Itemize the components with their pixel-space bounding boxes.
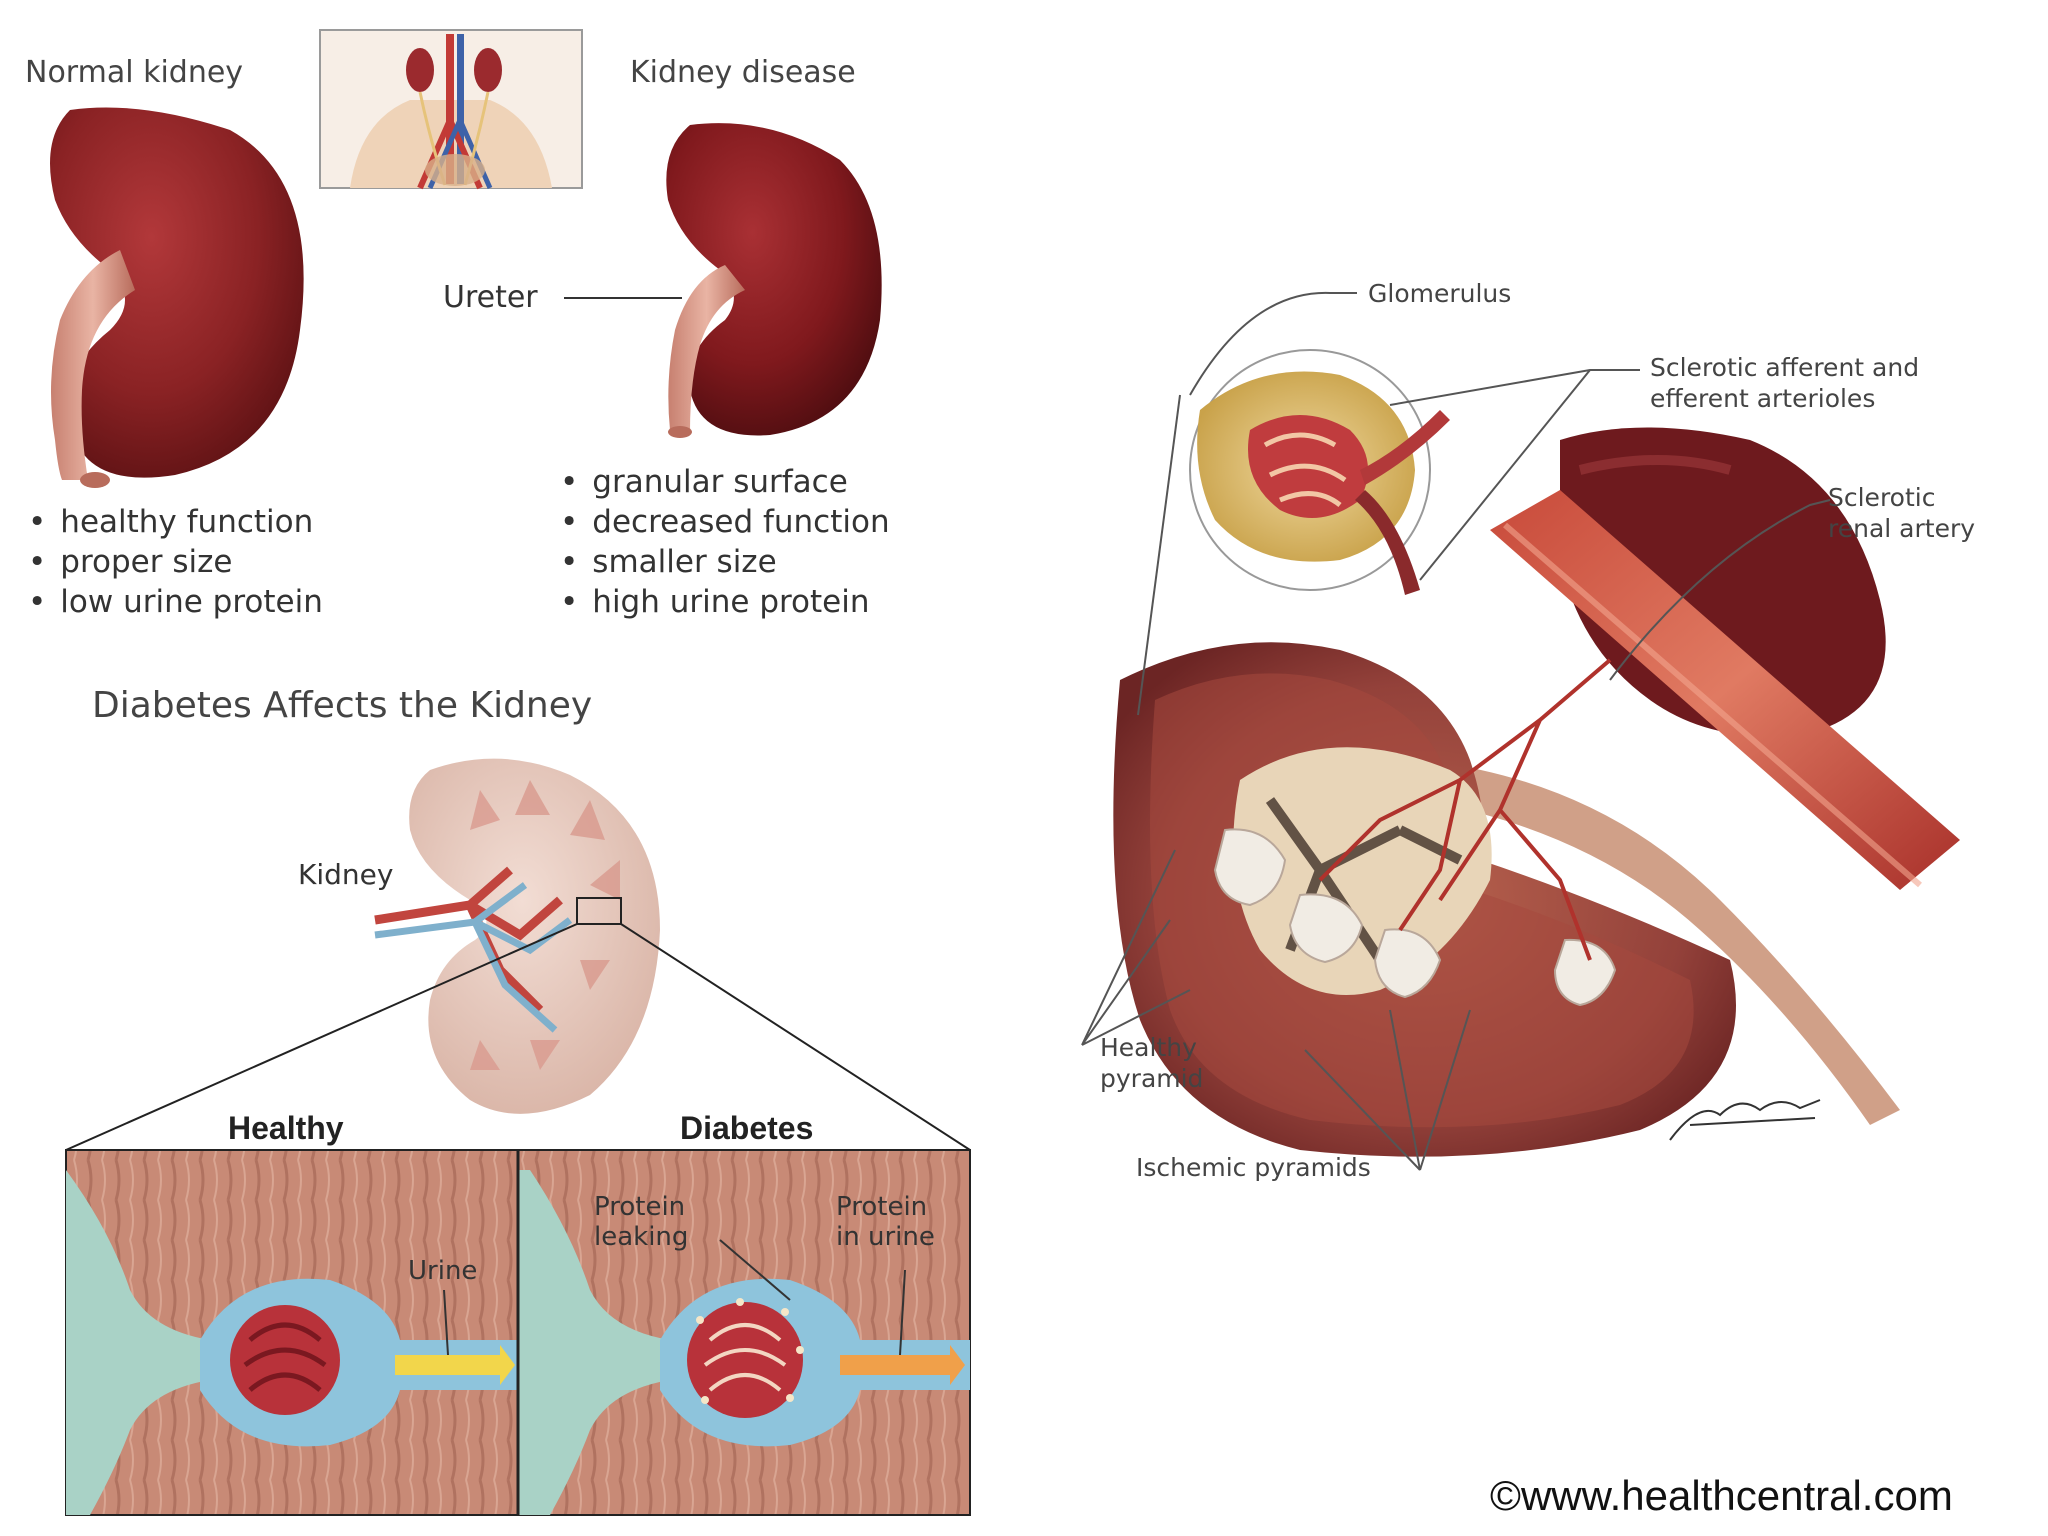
normal-kidney-illustration [50, 107, 304, 488]
protein-leaking-label: Protein leaking [594, 1192, 689, 1252]
normal-bullet-item: proper size [28, 542, 323, 582]
urine-label: Urine [408, 1256, 478, 1286]
kidney-label: Kidney [298, 858, 394, 891]
diabetes-kidney-illustration [374, 758, 660, 1114]
sclerotic-arterioles-label: Sclerotic afferent and efferent arteriol… [1650, 353, 1920, 413]
torso-thumbnail [319, 29, 583, 190]
disease-bullet-item: decreased function [560, 502, 889, 542]
healthy-panel-illustration [65, 1149, 519, 1516]
ureter-label: Ureter [443, 280, 538, 315]
artist-signature [1669, 1099, 1821, 1141]
kidney-disease-bullets: granular surface decreased function smal… [560, 462, 890, 622]
kidney-disease-label: Kidney disease [630, 55, 856, 90]
ischemic-pyramids-label: Ischemic pyramids [1136, 1153, 1371, 1182]
diabetes-panel-illustration [517, 1149, 971, 1516]
sclerotic-renal-artery-label: Sclerotic renal artery [1828, 483, 1976, 543]
anatomy-illustration [1081, 291, 1960, 1171]
protein-in-urine-label: Protein in urine [836, 1192, 935, 1252]
disease-bullet-item: granular surface [560, 462, 890, 502]
copyright-text: ©www.healthcentral.com [1490, 1472, 1953, 1519]
normal-bullet-item: low urine protein [28, 582, 323, 622]
disease-kidney-illustration [666, 123, 882, 438]
disease-bullet-item: high urine protein [560, 582, 890, 622]
diabetes-header: Diabetes [680, 1110, 814, 1146]
normal-kidney-label: Normal kidney [25, 55, 244, 90]
zoom-lines [65, 923, 971, 1151]
normal-kidney-bullets: healthy function proper size low urine p… [28, 502, 323, 622]
disease-bullet-item: smaller size [560, 542, 890, 582]
diabetes-title: Diabetes Affects the Kidney [92, 685, 593, 726]
healthy-header: Healthy [228, 1110, 344, 1146]
healthy-pyramid-label: Healthy pyramid [1100, 1033, 1204, 1093]
glomerulus-label: Glomerulus [1368, 279, 1512, 308]
normal-bullet-item: healthy function [28, 502, 323, 542]
